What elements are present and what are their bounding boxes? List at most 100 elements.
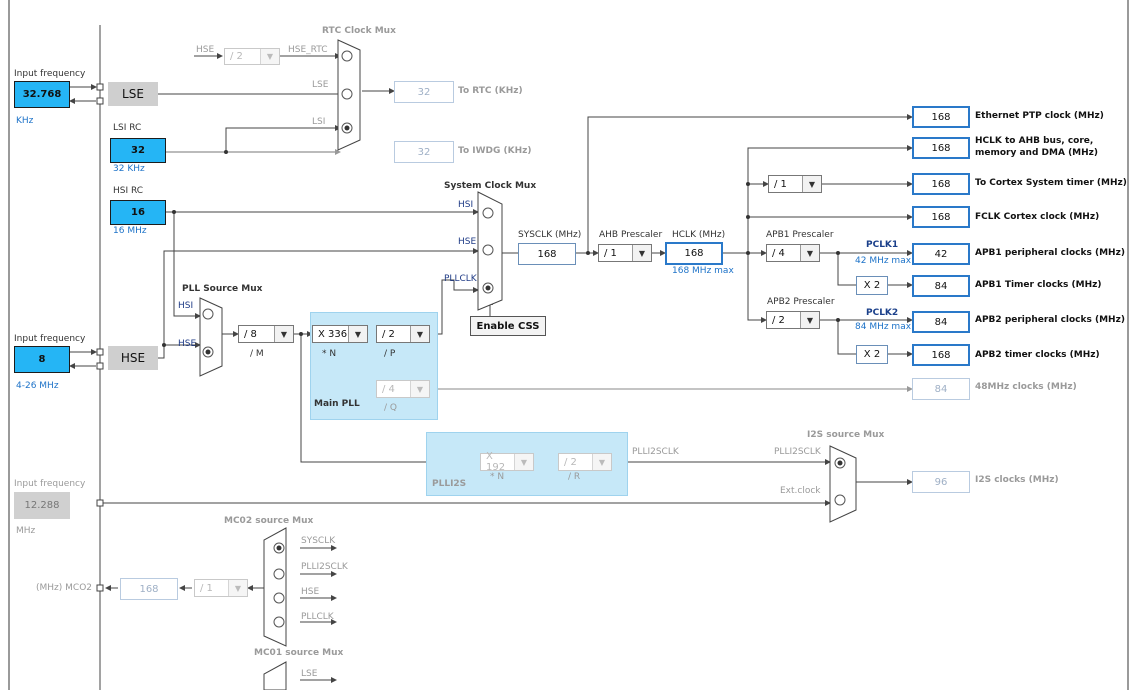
apb1-prescaler-label: APB1 Prescaler [766,230,834,240]
chevron-down-icon: ▼ [228,580,247,596]
chevron-down-icon: ▼ [260,49,279,64]
pll-p-label: / P [384,349,396,359]
plli2s-r-label: / R [568,472,581,482]
sysclk-value[interactable]: 168 [518,243,576,265]
hclk-ahb-value[interactable]: 168 [912,137,970,159]
i2s-ext-input-frequency-label: Input frequency [14,479,86,489]
usb-48mhz-clock-value[interactable]: 84 [912,378,970,400]
hse-input-frequency-field[interactable]: 8 [14,346,70,373]
apb1-timer-multiplier: X 2 [856,276,888,295]
pll-m-value: / 8 [244,328,257,340]
pll-p-divider-select[interactable]: / 2 ▼ [376,325,430,343]
mco1-input-lse: LSE [301,669,318,679]
mco2-input-plli2sclk: PLLI2SCLK [301,562,348,572]
iwdg-output-label: To IWDG (KHz) [458,146,532,156]
lse-input-frequency-label: Input frequency [14,69,86,79]
ethernet-ptp-clock-value[interactable]: 168 [912,106,970,128]
enable-css-button[interactable]: Enable CSS [470,316,546,336]
apb1-peripheral-clock-label: APB1 peripheral clocks (MHz) [975,248,1125,258]
cortex-timer-divider-value: / 1 [774,178,787,190]
chevron-down-icon: ▼ [514,454,533,470]
cortex-system-timer-value[interactable]: 168 [912,173,970,195]
pllsrc-hsi-label: HSI [178,301,194,311]
pll-q-label: / Q [384,403,397,413]
canvas-left-border [8,0,10,690]
chevron-down-icon: ▼ [348,326,367,342]
apb2-peripheral-clock-value[interactable]: 84 [912,311,970,333]
chevron-down-icon: ▼ [800,245,819,261]
mco2-output-label: (MHz) MCO2 [36,583,92,593]
hsi-rc-unit: 16 MHz [113,226,147,236]
iwdg-output-value[interactable]: 32 [394,141,454,163]
rtc-output-value[interactable]: 32 [394,81,454,103]
fclk-cortex-value[interactable]: 168 [912,206,970,228]
plli2s-r-value: / 2 [564,456,577,468]
ethernet-ptp-clock-label: Ethernet PTP clock (MHz) [975,111,1104,121]
lse-oscillator-button[interactable]: LSE [108,82,158,106]
lsi-rc-value: 32 [110,138,166,163]
system-clock-mux-title: System Clock Mux [444,181,537,191]
mco2-divider-select[interactable]: / 1 ▼ [194,579,248,597]
apb1-timer-clock-label: APB1 Timer clocks (MHz) [975,280,1102,290]
rtc-hse-divider-value: / 2 [230,51,243,62]
chevron-down-icon: ▼ [410,326,429,342]
plli2s-n-multiplier-select[interactable]: X 192 ▼ [480,451,534,473]
chevron-down-icon: ▼ [592,454,611,470]
canvas-right-border [1127,0,1129,690]
pclk2-max: 84 MHz max [855,322,912,332]
lsi-rc-label: LSI RC [113,123,142,133]
sysclk-label: SYSCLK (MHz) [518,230,582,240]
lsi-rc-unit: 32 KHz [113,164,145,174]
mco1-source-mux-title: MC01 source Mux [254,648,344,658]
rtc-hse-divider-select[interactable]: / 2 ▼ [224,48,280,65]
apb1-timer-clock-value[interactable]: 84 [912,275,970,297]
cortex-system-timer-label: To Cortex System timer (MHz) [975,178,1127,188]
rtc-hse-rtc-label: HSE_RTC [288,45,328,55]
cortex-timer-divider-select[interactable]: / 1▼ [768,175,822,193]
rtc-mux-title: RTC Clock Mux [322,26,396,36]
i2s-ext-input-frequency-field[interactable]: 12.288 [14,492,70,519]
sysmux-hsi-label: HSI [458,200,474,210]
i2s-clock-label: I2S clocks (MHz) [975,475,1059,485]
apb1-prescaler-select[interactable]: / 4 ▼ [766,244,820,262]
plli2s-n-value: X 192 [486,451,506,473]
pll-p-value: / 2 [382,328,395,340]
mco2-input-hse: HSE [301,587,320,597]
lse-input-frequency-field[interactable]: 32.768 [14,81,70,108]
ahb-prescaler-select[interactable]: / 1▼ [598,244,652,262]
mco2-output-value[interactable]: 168 [120,578,178,600]
apb2-timer-clock-label: APB2 timer clocks (MHz) [975,350,1100,360]
hclk-label: HCLK (MHz) [672,230,726,240]
chevron-down-icon: ▼ [800,312,819,328]
pll-m-divider-select[interactable]: / 8 ▼ [238,325,294,343]
i2s-source-mux-title: I2S source Mux [807,430,885,440]
chevron-down-icon: ▼ [274,326,293,342]
hsi-rc-label: HSI RC [113,186,144,196]
apb1-peripheral-clock-value[interactable]: 42 [912,243,970,265]
sysmux-hse-label: HSE [458,237,477,247]
hse-frequency-range: 4-26 MHz [16,381,59,391]
pllsrc-hse-label: HSE [178,339,197,349]
i2s-clock-value[interactable]: 96 [912,471,970,493]
rtc-lsi-label: LSI [312,117,326,127]
pll-n-multiplier-select[interactable]: X 336▼ [312,325,368,343]
mco2-input-sysclk: SYSCLK [301,536,336,546]
ahb-prescaler-value: / 1 [604,247,617,259]
mco2-divider-value: / 1 [200,582,213,594]
plli2s-n-label: * N [490,472,505,482]
rtc-output-label: To RTC (KHz) [458,86,523,96]
chevron-down-icon: ▼ [410,381,429,397]
hse-oscillator-button[interactable]: HSE [108,346,158,370]
hclk-value[interactable]: 168 [665,242,723,265]
pll-q-divider-select[interactable]: / 4 ▼ [376,380,430,398]
apb2-timer-clock-value[interactable]: 168 [912,344,970,366]
apb1-prescaler-value: / 4 [772,247,785,259]
pll-q-value: / 4 [382,383,395,395]
hclk-max: 168 MHz max [672,266,734,276]
i2s-ext-unit: MHz [16,526,36,536]
plli2s-r-divider-select[interactable]: / 2 ▼ [558,453,612,471]
apb2-prescaler-value: / 2 [772,314,785,326]
apb2-prescaler-select[interactable]: / 2 ▼ [766,311,820,329]
plli2s-title: PLLI2S [432,479,467,489]
